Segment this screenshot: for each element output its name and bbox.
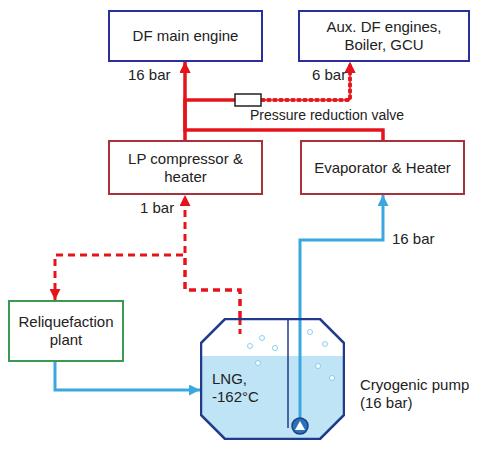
flow-connector (185, 62, 383, 140)
process-box: LP compressor & heater (108, 140, 263, 195)
valve-label: Pressure reduction valve (250, 107, 404, 124)
flow-line (55, 362, 200, 390)
flow-connector (185, 62, 383, 140)
flow-line (262, 62, 350, 100)
flow-line (185, 195, 240, 318)
pressure-label: 6 bar (312, 66, 346, 84)
box-label: Evaporator & Heater (314, 159, 451, 177)
pump-pipe (299, 320, 302, 418)
process-box: Evaporator & Heater (300, 140, 465, 195)
flow-connector (300, 195, 383, 318)
box-label: Reliquefaction plant (16, 313, 116, 349)
lng-liquid (201, 356, 344, 439)
pump-label: Cryogenic pump (16 bar) (360, 376, 472, 412)
box-label: LP compressor & heater (116, 150, 255, 186)
lng-tank: LNG, -162°C (200, 318, 345, 440)
pressure-label: 16 bar (128, 66, 171, 84)
flow-connector (185, 195, 240, 318)
box-label: DF main engine (133, 27, 239, 45)
tank-shell (201, 319, 344, 439)
consumer-box: DF main engine (108, 10, 263, 62)
gas-bubble (260, 336, 265, 341)
gas-bubble (248, 344, 253, 349)
flow-connector (55, 362, 200, 390)
process-box: Reliquefaction plant (8, 300, 124, 362)
gas-bubble (308, 330, 313, 335)
gas-bubble (323, 342, 328, 347)
consumer-box: Aux. DF engines, Boiler, GCU (298, 10, 470, 62)
pressure-reduction-valve (235, 94, 261, 106)
box-label: Aux. DF engines, Boiler, GCU (306, 18, 462, 54)
pump-well (287, 320, 289, 428)
pressure-label: 16 bar (392, 230, 435, 248)
flow-line (185, 62, 383, 140)
flow-line (262, 62, 350, 100)
cryogenic-pump (292, 418, 308, 434)
flow-line (300, 195, 383, 318)
vapour-outlet (239, 320, 242, 338)
pump-symbol (295, 421, 305, 430)
gas-bubble (256, 361, 261, 366)
gas-bubble (316, 364, 321, 369)
gas-bubble (330, 376, 335, 381)
gas-bubble (273, 346, 278, 351)
tank-label: LNG, -162°C (212, 370, 276, 406)
pressure-label: 1 bar (140, 199, 174, 217)
